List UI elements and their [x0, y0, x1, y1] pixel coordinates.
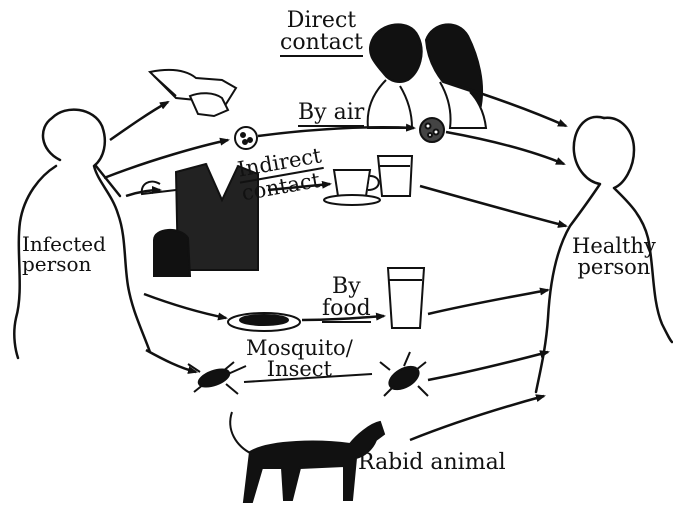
- arrow-air-middle: [258, 127, 414, 136]
- label-healthy-person-line1: Healthy: [572, 236, 656, 257]
- arrow-food-end: [428, 290, 548, 314]
- arrow-animal-end: [410, 396, 544, 440]
- label-infected-person-line2: person: [22, 254, 106, 274]
- food-plate-illustration: [228, 313, 300, 331]
- kissing-couple-illustration: [368, 24, 486, 128]
- arrow-insect-end: [428, 352, 548, 380]
- label-mosquito-insect: Mosquito/ Insect: [246, 338, 353, 380]
- insect-right-illustration: [380, 352, 428, 396]
- handshake-illustration: [150, 70, 236, 116]
- label-by-food-line1: By: [322, 276, 371, 298]
- label-by-air: By air: [298, 102, 364, 127]
- arrow-direct-start: [110, 102, 168, 140]
- arrow-food-start: [144, 294, 226, 318]
- label-by-food-line2: food: [322, 298, 371, 323]
- label-direct-contact: Direct contact: [280, 10, 363, 57]
- germ-droplet-left: [235, 127, 257, 149]
- label-direct-contact-line2: contact: [280, 32, 363, 57]
- label-direct-contact-line1: Direct: [280, 10, 363, 32]
- arrow-air-end: [446, 132, 564, 164]
- insect-left-illustration: [188, 362, 246, 394]
- label-mosquito-insect-line1: Mosquito/: [246, 338, 353, 359]
- label-infected-person: Infected person: [22, 234, 106, 274]
- drinking-glass-illustration: [378, 156, 412, 196]
- germ-droplet-right: [420, 118, 444, 142]
- label-rabid-animal: Rabid animal: [358, 452, 506, 474]
- label-mosquito-insect-line2: Insect: [246, 359, 353, 380]
- label-infected-person-line1: Infected: [22, 234, 106, 254]
- arrow-indirect-end: [420, 186, 566, 226]
- cup-and-saucer-illustration: [324, 170, 380, 205]
- label-healthy-person: Healthy person: [572, 236, 656, 278]
- arrow-insect-start: [146, 350, 196, 372]
- label-healthy-person-line2: person: [572, 257, 656, 278]
- bag-illustration: [154, 230, 190, 276]
- label-by-food: By food: [322, 276, 371, 323]
- water-glass-illustration: [388, 268, 424, 328]
